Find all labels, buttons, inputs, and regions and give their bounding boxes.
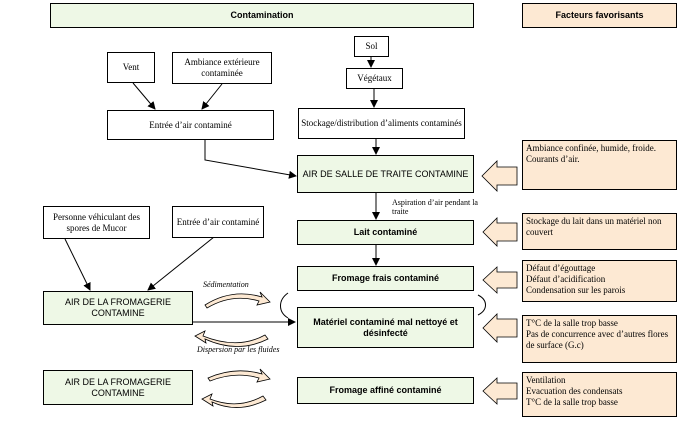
box-fromage-frais: Fromage frais contaminé: [297, 266, 474, 291]
arrow-vent-entree: [132, 82, 156, 110]
label-dispersion: Dispersion par les fluides: [197, 345, 280, 354]
factor-box-stockage-lait: Stockage du lait dans un matériel non co…: [522, 213, 677, 250]
factor-arrow-1: [481, 160, 518, 192]
arrow-curve-materiel: [477, 294, 486, 316]
header-contamination: Contamination: [50, 3, 474, 28]
arrow-dispersion-upper: [194, 330, 269, 347]
arrow-dispersion-lower1: [207, 368, 271, 383]
factor-arrow-4: [482, 313, 518, 343]
box-stockage: Stockage/distribution d’aliments contami…: [298, 108, 465, 139]
arrow-curve-left: [280, 292, 289, 319]
factor-arrow-5: [482, 377, 518, 405]
label-sedimentation: Sédimentation: [203, 280, 249, 289]
box-entree-air-2: Entrée d’air contaminé: [172, 206, 264, 238]
box-personne-spores: Personne véhiculant des spores de Mucor: [43, 206, 150, 239]
header-facteurs-favorisants: Facteurs favorisants: [522, 3, 677, 28]
box-materiel-contamine: Matériel contaminé mal nettoyé et désinf…: [297, 307, 474, 348]
box-entree-air: Entrée d’air contaminé: [107, 110, 274, 140]
arrow-sedimentation: [204, 291, 271, 309]
factor-arrow-3: [482, 266, 518, 294]
factor-box-ventilation: Ventilation Evacuation des condensats T°…: [522, 372, 677, 417]
label-aspiration: Aspiration d’air pendant la traite: [392, 198, 478, 217]
factor-box-egouttage: Défaut d’égouttage Défaut d’acidificatio…: [522, 260, 677, 302]
box-lait-contamine: Lait contaminé: [297, 220, 474, 245]
arrow-entree-airtraite: [204, 140, 297, 179]
box-vegetaux: Végétaux: [346, 68, 403, 89]
factor-box-temperature: T°C de la salle trop basse Pas de concur…: [522, 315, 677, 363]
box-ambiance-exterieure: Ambiance extérieure contaminée: [172, 52, 272, 84]
box-air-salle-traite: AIR DE SALLE DE TRAITE CONTAMINE: [297, 155, 474, 193]
arrow-entree2-fromagerie: [147, 236, 215, 291]
arrow-personne-fromagerie: [64, 238, 91, 291]
factor-box-ambiance: Ambiance confinée, humide, froide. Coura…: [522, 140, 677, 190]
arrow-ambiance-entree: [201, 83, 223, 110]
box-sol: Sol: [354, 36, 389, 57]
box-fromage-affine: Fromage affiné contaminé: [297, 377, 474, 404]
arrow-dispersion-lower2: [201, 393, 267, 408]
box-air-fromagerie-1: AIR DE LA FROMAGERIE CONTAMINE: [43, 291, 193, 325]
factor-arrow-2: [482, 217, 518, 247]
box-air-fromagerie-2: AIR DE LA FROMAGERIE CONTAMINE: [43, 370, 193, 405]
box-vent: Vent: [107, 52, 155, 83]
